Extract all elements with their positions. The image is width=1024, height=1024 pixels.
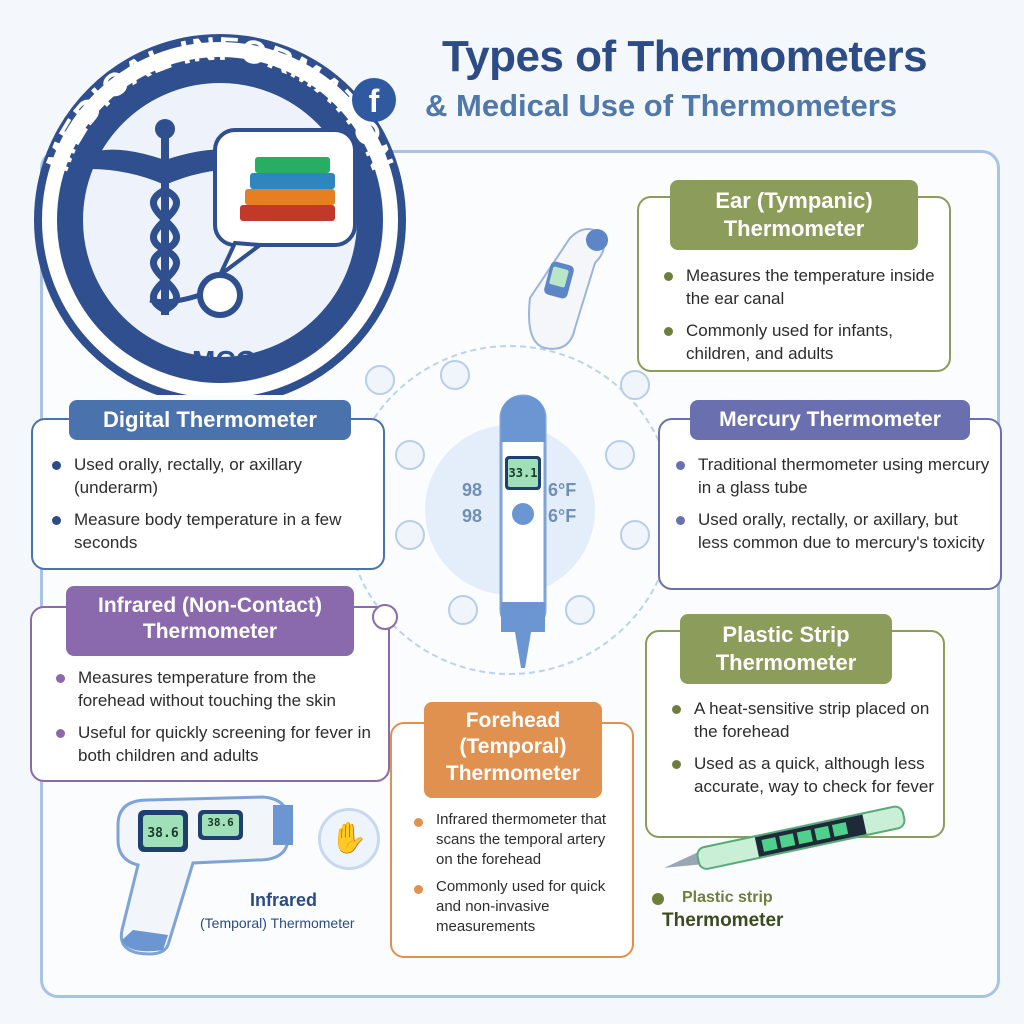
card-forehead-heading: Forehead (Temporal) Thermometer [424, 702, 602, 798]
card-ear-heading-line2: Thermometer [723, 215, 865, 241]
card-digital-list: Used orally, rectally, or axillary (unde… [48, 453, 368, 563]
head-profile-icon [395, 440, 425, 470]
card-digital-heading: Digital Thermometer [69, 400, 351, 440]
face-icon [395, 520, 425, 550]
card-digital [31, 418, 385, 570]
infrared-caption-line2: (Temporal) Thermometer [200, 915, 355, 931]
list-item: Used orally, rectally, or axillary, but … [672, 508, 992, 555]
card-mercury-heading: Mercury Thermometer [690, 400, 970, 440]
connector-dot-icon [372, 604, 398, 630]
digital-thermometer-illustration [499, 394, 547, 668]
list-item: Commonly used for infants, children, and… [660, 319, 940, 366]
infrared-gun-illustration [116, 795, 293, 956]
hub-readout-right-1: 6°F [548, 480, 577, 500]
card-strip-heading-line2: Thermometer [715, 649, 857, 675]
baby-icon [440, 360, 470, 390]
card-forehead-list: Infrared thermometer that scans the temp… [410, 810, 626, 945]
card-infrared-heading: Infrared (Non-Contact) Thermometer [66, 586, 354, 656]
logo-badge: MEDICAL INFORMATION & MCQS [34, 30, 406, 395]
card-strip-heading-line1: Plastic Strip [722, 622, 850, 647]
magnifier-icon [448, 595, 478, 625]
strip-thermometer-illustration [664, 805, 906, 870]
card-forehead-heading-line2: (Temporal) [459, 735, 567, 759]
list-item: Measures temperature from the forehead w… [52, 666, 382, 713]
list-item: Traditional thermometer using mercury in… [672, 453, 992, 500]
list-item: Commonly used for quick and non-invasive… [410, 877, 626, 936]
strip-caption-line1: Plastic strip [682, 889, 773, 906]
hand-icon: ✋ [318, 808, 380, 870]
ear-thermometer-illustration [528, 228, 608, 350]
strip-icon [605, 440, 635, 470]
card-forehead-heading-line3: Thermometer [445, 761, 581, 785]
center-display-value: 33.1 [508, 466, 538, 480]
list-item: Measures the temperature inside the ear … [660, 264, 940, 311]
logo-bottom-text: & MCQS [164, 345, 276, 376]
card-strip-list: A heat-sensitive strip placed on the for… [668, 697, 938, 807]
hub-readout-right-2: 6°F [548, 506, 577, 526]
ear-icon [620, 520, 650, 550]
card-ear-list: Measures the temperature inside the ear … [660, 264, 940, 374]
card-mercury-list: Traditional thermometer using mercury in… [672, 453, 992, 563]
strip-caption-line2: Thermometer [662, 910, 784, 931]
page-subtitle: & Medical Use of Thermometers [425, 88, 898, 123]
card-ear-heading: Ear (Tympanic) Thermometer [670, 180, 918, 250]
facebook-icon[interactable]: f [352, 78, 396, 122]
list-item: Measure body temperature in a few second… [48, 508, 368, 555]
list-item: A heat-sensitive strip placed on the for… [668, 697, 938, 744]
card-forehead-heading-line1: Forehead [465, 709, 561, 732]
pill-icon [620, 370, 650, 400]
page-title: Types of Thermometers [442, 32, 928, 81]
card-ear-heading-line1: Ear (Tympanic) [715, 188, 873, 213]
gun-display-b: 38.6 [207, 816, 234, 829]
card-infrared-heading-line1: Infrared (Non-Contact) [98, 594, 322, 617]
list-item: Infrared thermometer that scans the temp… [410, 810, 626, 869]
caption-bullet [652, 893, 664, 905]
list-item: Used orally, rectally, or axillary (unde… [48, 453, 368, 500]
card-infrared-list: Measures temperature from the forehead w… [52, 666, 382, 776]
caduceus-icon [70, 119, 260, 315]
forehead-icon [565, 595, 595, 625]
list-item: Useful for quickly screening for fever i… [52, 721, 382, 768]
hub-readout-left-2: 98 [462, 506, 483, 526]
list-item: Used as a quick, although less accurate,… [668, 752, 938, 799]
gun-display-a: 38.6 [147, 826, 179, 841]
hub-readout-left-1: 98 [462, 480, 483, 500]
orbit-dot-icon [365, 365, 395, 395]
infrared-caption-line1: Infrared [250, 890, 318, 910]
card-mercury [658, 418, 1002, 590]
card-strip-heading: Plastic Strip Thermometer [680, 614, 892, 684]
card-infrared-heading-line2: Thermometer [142, 620, 278, 644]
